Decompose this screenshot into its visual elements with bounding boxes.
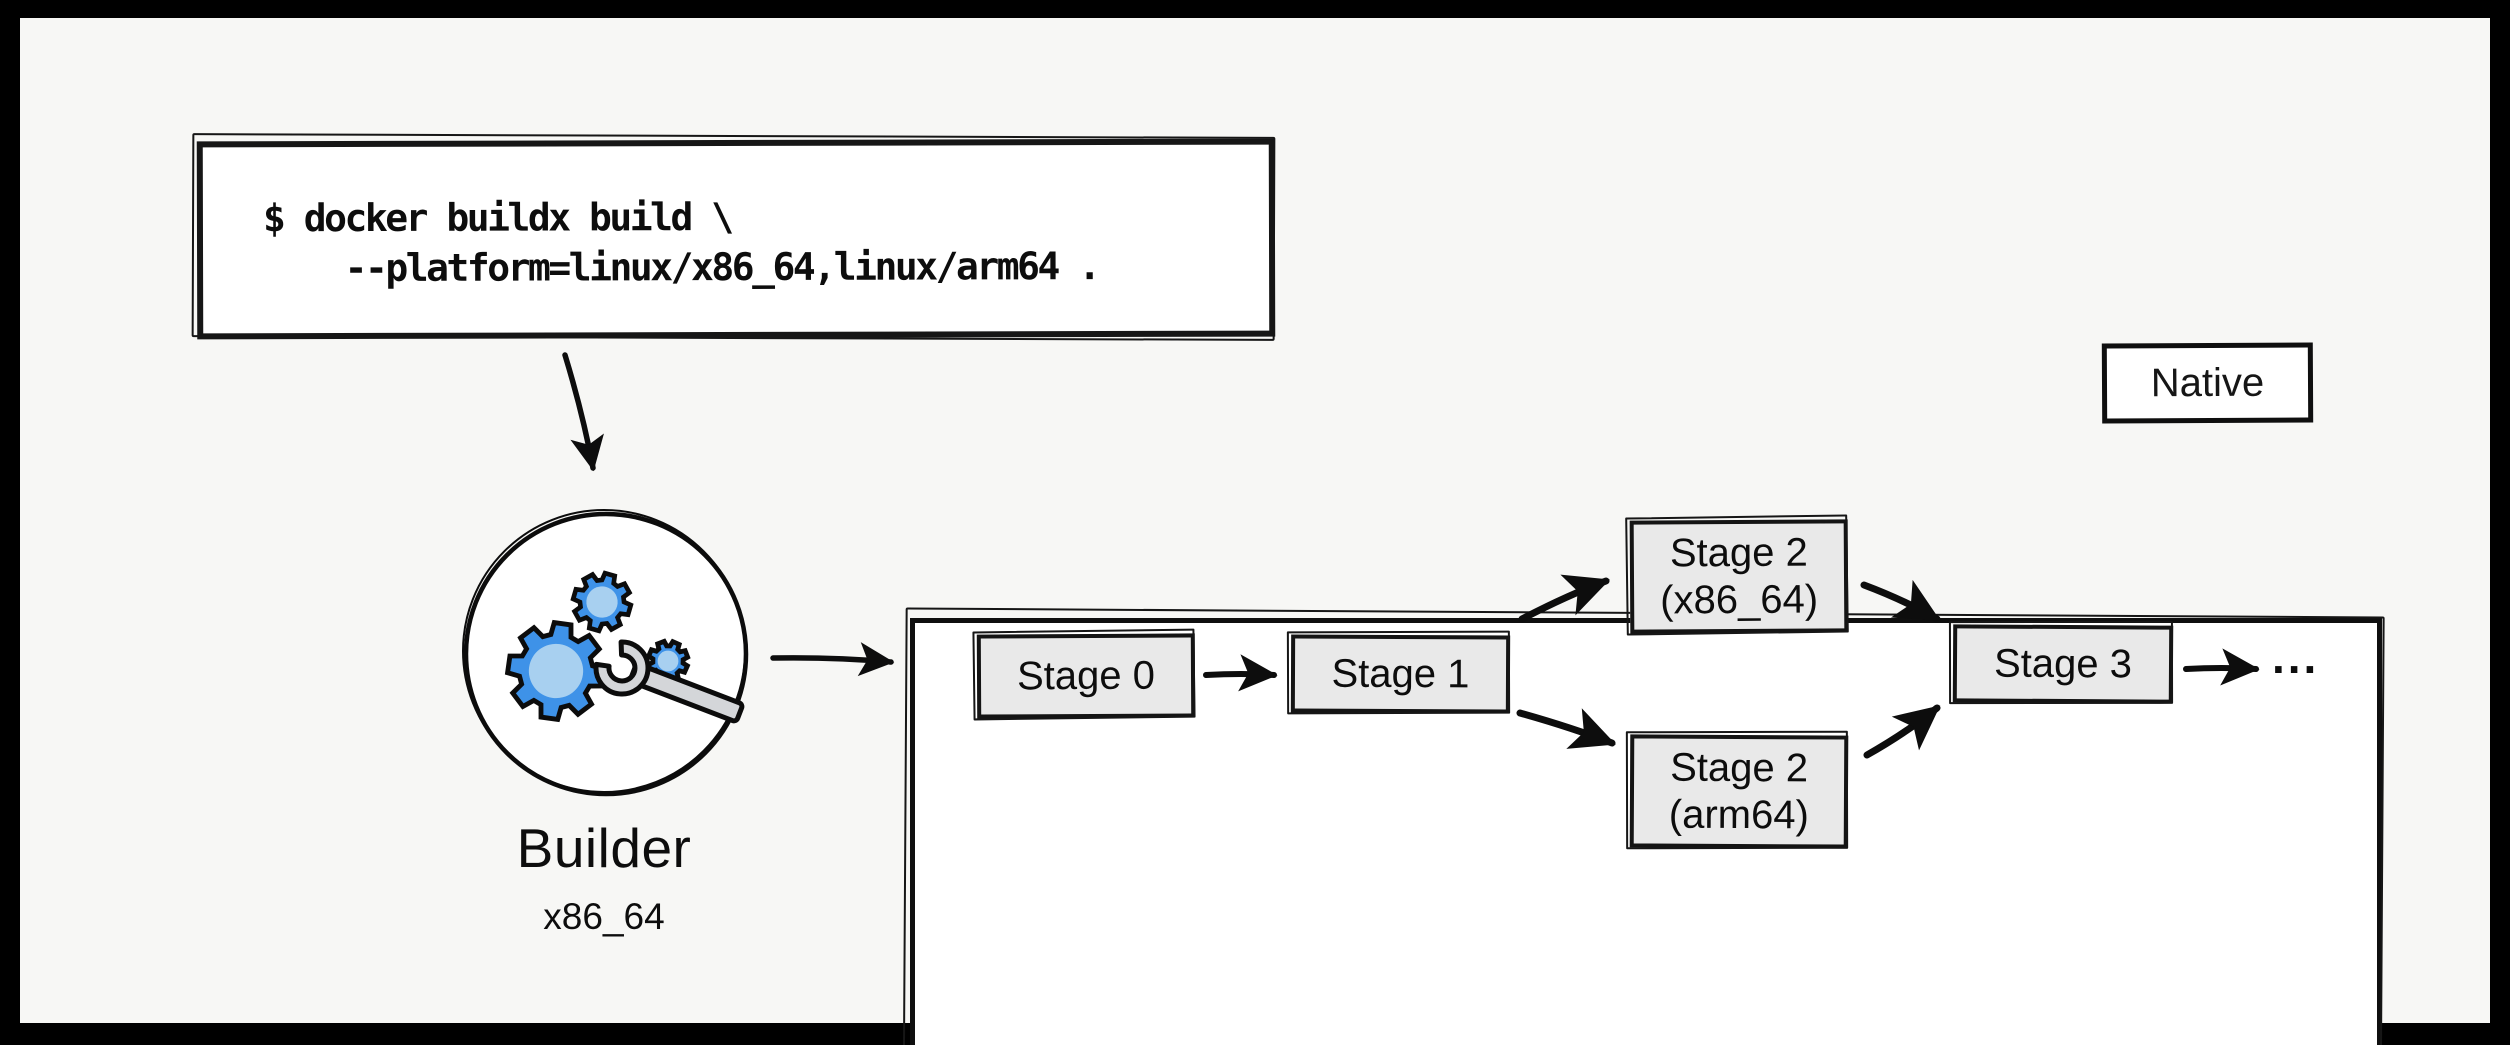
builder-gears-icon [462,509,749,797]
stage-2-arm-label: Stage 2 [1670,745,1809,790]
stage-2-x86-box: Stage 2 (x86_64) [1629,519,1849,634]
stage-2-arm-sublabel: (arm64) [1668,792,1810,837]
native-tab-label: Native [2150,360,2265,405]
gear-small-icon [642,635,694,687]
wrench-icon [593,639,745,724]
terminal-command-box: $ docker buildx build \ --platform=linux… [196,138,1276,340]
diagram-background: $ docker buildx build \ --platform=linux… [20,18,2490,1045]
builder-circle [463,511,749,797]
command-line-1: $ docker buildx build \ [262,195,732,241]
native-tab: Native [2101,342,2314,424]
stage-3-box: Stage 3 [1952,624,2174,704]
gear-top-icon [567,567,638,638]
builder-label: Builder [516,817,692,879]
builder-arch-label: x86_64 [543,896,665,937]
stage-1-box: Stage 1 [1290,634,1511,714]
builder-circle-sketchline [462,509,746,793]
stage-1-label: Stage 1 [1331,651,1470,696]
continuation-ellipsis: ... [2272,631,2320,683]
stage-3-label: Stage 3 [1993,641,2133,686]
arrow-stage2-x86-to-stage3 [1860,579,1941,623]
stage-0-label: Stage 0 [1016,653,1156,698]
stage-2-arm-box: Stage 2 (arm64) [1629,734,1849,849]
arrow-builder-to-container [770,642,895,677]
stage-0-box: Stage 0 [976,633,1196,719]
stage-2-x86-sublabel: (x86_64) [1660,577,1819,622]
stage-2-x86-label: Stage 2 [1669,530,1808,575]
command-line-2: --platform=linux/x86_64,linux/arm64 . [263,244,1099,291]
gear-large-icon [502,617,610,725]
arrow-stage1-to-stage2-x86 [1518,574,1610,623]
arrow-terminal-to-builder [562,352,604,472]
